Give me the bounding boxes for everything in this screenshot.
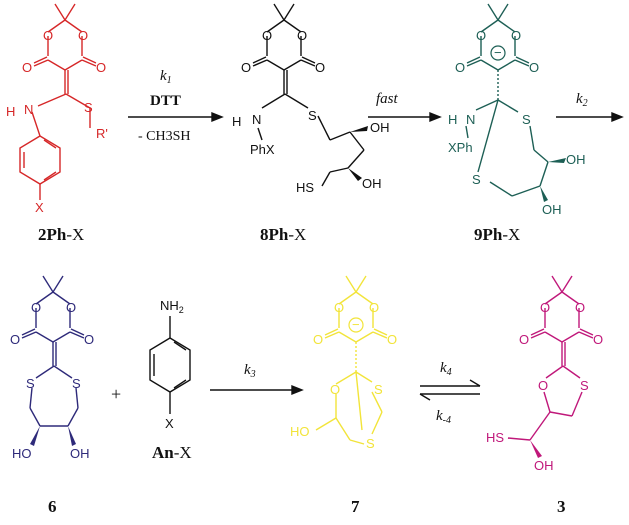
plus-sign: +	[111, 384, 121, 404]
atom-o: O	[297, 28, 307, 43]
atom-x: X	[35, 200, 44, 215]
equilibrium-arrows	[419, 379, 481, 401]
molecule-7	[315, 275, 388, 445]
atom-s: S	[366, 436, 375, 451]
negative-charge-icon	[348, 317, 364, 333]
atom-o: O	[476, 28, 486, 43]
atom-o: O	[43, 28, 53, 43]
label-2ph-x: 2Ph-X	[38, 225, 84, 244]
charge-minus: −	[494, 45, 502, 60]
atom-o: O	[529, 60, 539, 75]
rate-k-minus4: k-4	[436, 408, 451, 426]
atom-o: O	[313, 332, 323, 347]
molecule-an-x	[149, 316, 191, 414]
rate-k4: k4	[440, 360, 452, 378]
group-xph: XPh	[448, 140, 473, 155]
atom-o: O	[455, 60, 465, 75]
atom-n: N	[24, 102, 33, 117]
arrow-k2	[556, 111, 624, 123]
atom-n: N	[252, 112, 261, 127]
group-ho: HO	[290, 424, 310, 439]
atom-o: O	[334, 300, 344, 315]
label-7: 7	[351, 497, 360, 516]
atom-h: H	[232, 114, 241, 129]
group-nh2: NH2	[160, 298, 184, 315]
atom-o: O	[540, 300, 550, 315]
atom-o: O	[31, 300, 41, 315]
group-oh: OH	[370, 120, 390, 135]
arrow-k3	[210, 384, 304, 396]
atom-o: O	[262, 28, 272, 43]
atom-o: O	[78, 28, 88, 43]
group-oh: OH	[70, 446, 90, 461]
group-oh: OH	[534, 458, 554, 473]
arrow-fast	[368, 111, 442, 123]
atom-s: S	[374, 382, 383, 397]
group-oh: OH	[362, 176, 382, 191]
atom-o: O	[241, 60, 251, 75]
molecule-9ph	[465, 3, 549, 197]
atom-o: O	[538, 378, 548, 393]
atom-s: S	[84, 100, 93, 115]
atom-o: O	[369, 300, 379, 315]
molecule-3	[507, 275, 594, 441]
group-ho: HO	[12, 446, 32, 461]
atom-s: S	[580, 378, 589, 393]
rate-k3: k3	[244, 362, 256, 380]
atom-o: O	[84, 332, 94, 347]
atom-h: H	[448, 112, 457, 127]
atom-s: S	[522, 112, 531, 127]
group-hs: HS	[486, 430, 504, 445]
group-phx: PhX	[250, 142, 275, 157]
label-3: 3	[557, 497, 566, 516]
label-8ph-x: 8Ph-X	[260, 225, 306, 244]
charge-minus: −	[352, 317, 360, 332]
atom-o: O	[22, 60, 32, 75]
atom-o: O	[330, 382, 340, 397]
rate-k2: k2	[576, 91, 588, 109]
atom-x: X	[165, 416, 174, 431]
atom-o: O	[511, 28, 521, 43]
atom-r-prime: R'	[96, 126, 108, 141]
atom-n: N	[466, 112, 475, 127]
atom-o: O	[96, 60, 106, 75]
negative-charge-icon	[490, 45, 506, 61]
reagent-dtt: DTT	[150, 93, 181, 109]
molecule-8ph	[252, 3, 365, 187]
atom-o: O	[575, 300, 585, 315]
atom-s: S	[472, 172, 481, 187]
label-6: 6	[48, 497, 57, 516]
label-fast: fast	[376, 91, 399, 107]
atom-s: S	[308, 108, 317, 123]
group-hs: HS	[296, 180, 314, 195]
atom-o: O	[593, 332, 603, 347]
atom-o: O	[519, 332, 529, 347]
group-oh: OH	[542, 202, 562, 217]
atom-o: O	[66, 300, 76, 315]
atom-o: O	[315, 60, 325, 75]
atom-h: H	[6, 104, 15, 119]
arrow-k1	[128, 111, 224, 123]
label-an-x: An-X	[152, 443, 192, 462]
atom-o: O	[387, 332, 397, 347]
molecule-2ph	[19, 3, 97, 200]
rate-k1: k1	[160, 68, 172, 86]
atom-s: S	[72, 376, 81, 391]
byproduct-ch3sh: - CH3SH	[138, 129, 191, 144]
atom-o: O	[10, 332, 20, 347]
atom-s: S	[26, 376, 35, 391]
group-oh: OH	[566, 152, 586, 167]
label-9ph-x: 9Ph-X	[474, 225, 520, 244]
molecule-6	[21, 275, 85, 427]
